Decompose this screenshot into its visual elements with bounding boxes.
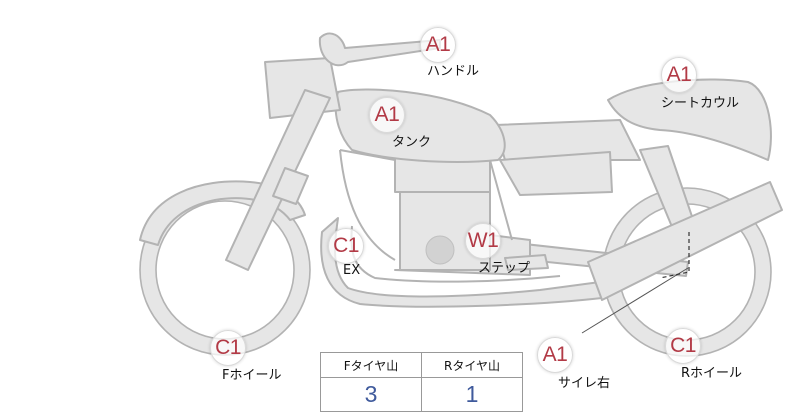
r-wheel-label: Rホイール	[681, 366, 743, 381]
tank-label: タンク	[392, 135, 432, 150]
front-tire-header: Fタイヤ山	[320, 352, 422, 378]
handle-label: ハンドル	[427, 64, 480, 79]
seat-cowl-grade-badge: A1	[661, 57, 697, 93]
step-label: ステップ	[478, 261, 531, 276]
frame-tube	[339, 149, 396, 161]
r-wheel-grade-badge: C1	[665, 328, 701, 364]
seat-cowl-label: シートカウル	[661, 96, 740, 111]
rear-tire-value: 1	[421, 377, 523, 412]
front-fork-slider	[272, 167, 309, 205]
step-grade-badge: W1	[465, 223, 501, 259]
ex-label: EX	[343, 263, 361, 278]
ex-grade-badge: C1	[328, 228, 364, 264]
seat-shape	[494, 119, 641, 161]
f-wheel-label: Fホイール	[222, 368, 282, 383]
tire-tread-table: Fタイヤ山 Rタイヤ山 3 1	[320, 352, 523, 412]
silencer-right-label: サイレ右	[558, 376, 611, 391]
handle-grade-badge: A1	[420, 27, 456, 63]
tank-grade-badge: A1	[369, 97, 405, 133]
frame-tube-rear	[489, 159, 513, 241]
f-wheel-grade-badge: C1	[210, 330, 246, 366]
silencer-damage-mark	[659, 232, 690, 279]
silencer-right-grade-badge: A1	[537, 337, 573, 373]
front-fork-shape	[225, 89, 331, 271]
silencer-shape	[587, 181, 783, 301]
tank-shape	[334, 88, 506, 163]
silencer-leader-line	[581, 267, 689, 334]
front-tire-value: 3	[320, 377, 422, 412]
frame-tube-lower	[339, 149, 396, 261]
frame-rail-shape	[499, 151, 613, 196]
rear-tire-header: Rタイヤ山	[421, 352, 523, 378]
step-shape	[504, 254, 549, 271]
